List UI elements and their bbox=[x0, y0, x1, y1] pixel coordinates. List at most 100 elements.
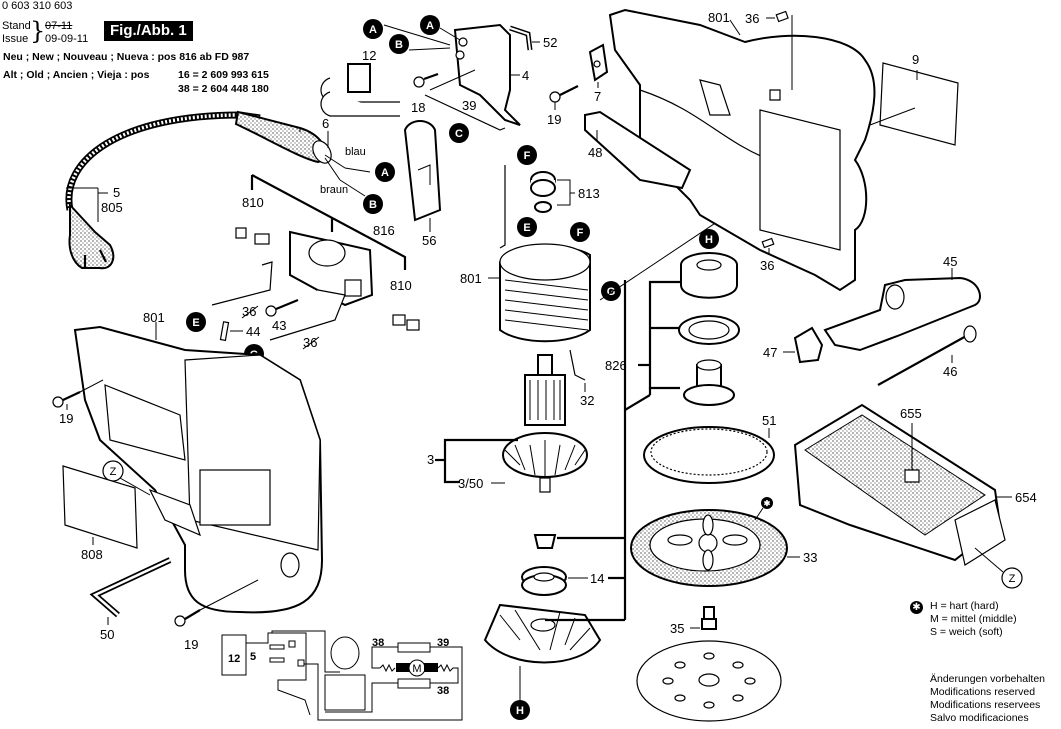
screw-35 bbox=[701, 606, 717, 630]
electronic-module bbox=[289, 230, 374, 307]
connector-b-label: B bbox=[395, 39, 403, 51]
screw-18 bbox=[413, 72, 439, 88]
legend-soft: S = weich (soft) bbox=[930, 626, 1003, 638]
label-810-left: 810 bbox=[242, 195, 264, 210]
label-808: 808 bbox=[81, 547, 103, 562]
label-35: 35 bbox=[670, 621, 684, 636]
power-cord bbox=[65, 110, 346, 211]
zoom-marker-left: Z bbox=[110, 466, 117, 478]
switch-capacitor bbox=[320, 63, 400, 117]
mods-de: Änderungen vorbehalten bbox=[930, 673, 1046, 685]
label-36-bottom: 36 bbox=[760, 258, 774, 273]
connector-f-top: F bbox=[517, 145, 537, 165]
star-icon: ✱ bbox=[910, 601, 923, 614]
label-50: 50 bbox=[100, 627, 114, 642]
label-7: 7 bbox=[594, 89, 601, 104]
label-810-right: 810 bbox=[390, 278, 412, 293]
housing-right bbox=[608, 8, 876, 292]
eccentric bbox=[683, 359, 735, 406]
screw-19-left bbox=[52, 379, 104, 408]
stand-label: Stand bbox=[2, 20, 31, 32]
stand-issue-labels: Stand Issue bbox=[2, 20, 31, 46]
label-33: 33 bbox=[803, 550, 817, 565]
mods-fr: Modifications reservees bbox=[930, 699, 1041, 711]
dust-port-z: Z bbox=[102, 460, 201, 537]
schematic-switch-label: 12 bbox=[228, 653, 240, 665]
wire-brown-label: braun bbox=[320, 184, 348, 196]
knob-47 bbox=[793, 326, 824, 364]
label-sticker-808 bbox=[62, 465, 138, 549]
label-19-bottom: 19 bbox=[184, 637, 198, 652]
label-826: 826 bbox=[605, 358, 627, 373]
zoom-marker-right: Z bbox=[1009, 573, 1016, 585]
label-801-left: 801 bbox=[143, 310, 165, 325]
label-3: 3 bbox=[427, 452, 434, 467]
label-816: 816 bbox=[373, 223, 395, 238]
fan bbox=[483, 603, 602, 664]
label-801-housing: 801 bbox=[708, 10, 730, 25]
label-4: 4 bbox=[522, 68, 529, 83]
sander-housing bbox=[73, 325, 324, 614]
plug bbox=[68, 202, 115, 270]
star-badge-icon bbox=[761, 497, 773, 509]
label-45: 45 bbox=[943, 254, 957, 269]
schematic-terminal-label: 5 bbox=[250, 651, 256, 663]
dust-box-654 bbox=[793, 403, 1006, 566]
brush-right bbox=[392, 314, 420, 331]
issue-label: Issue bbox=[2, 33, 29, 45]
label-36-top: 36 bbox=[745, 11, 759, 26]
connector-a-label: A bbox=[426, 20, 434, 32]
dust-box-z: Z bbox=[974, 547, 1023, 589]
bearing-14 bbox=[521, 534, 567, 596]
label-51: 51 bbox=[762, 413, 776, 428]
field-801 bbox=[499, 243, 591, 343]
connector-h-top-label: H bbox=[705, 234, 713, 246]
issue-date: 09-09-11 bbox=[45, 33, 89, 45]
schematic-resistor-39: 39 bbox=[437, 637, 449, 649]
legend-middle: M = mittel (middle) bbox=[930, 613, 1017, 625]
dust-adapter-45 bbox=[823, 276, 981, 352]
connector-e-left: E bbox=[186, 312, 206, 332]
legend-hard: H = hart (hard) bbox=[930, 600, 999, 612]
star-badge-glyph: ✱ bbox=[764, 499, 771, 508]
connector-h-top: H bbox=[699, 229, 719, 249]
label-19-right: 19 bbox=[547, 112, 561, 127]
connector-c-top: A bbox=[363, 19, 383, 39]
connector-a-top: A bbox=[420, 15, 440, 35]
label-12: 12 bbox=[362, 48, 376, 63]
connector-h-bottom-label: H bbox=[516, 705, 524, 717]
pin-36-top bbox=[775, 10, 789, 23]
new-parts-note: Neu ; New ; Nouveau ; Nueva : pos 816 ab… bbox=[3, 51, 250, 63]
connector-f-label: F bbox=[524, 150, 531, 162]
label-5: 5 bbox=[113, 185, 120, 200]
old-parts-note: Alt ; Old ; Ancien ; Vieja : pos bbox=[3, 69, 150, 81]
sanding-pad-33 bbox=[630, 509, 788, 587]
label-813: 813 bbox=[578, 186, 600, 201]
old-part-38: 38 = 2 604 448 180 bbox=[178, 83, 269, 95]
connector-c-mid: C bbox=[449, 123, 469, 143]
label-805: 805 bbox=[101, 200, 123, 215]
label-18: 18 bbox=[411, 100, 425, 115]
connector-c-mid-label: C bbox=[455, 128, 463, 140]
hex-key bbox=[89, 557, 172, 618]
label-801-motor: 801 bbox=[460, 271, 482, 286]
label-48: 48 bbox=[588, 145, 602, 160]
bearing-826 bbox=[680, 252, 738, 299]
label-44: 44 bbox=[246, 324, 260, 339]
brace-icon: } bbox=[30, 17, 46, 45]
label-52: 52 bbox=[543, 35, 557, 50]
label-32: 32 bbox=[580, 393, 594, 408]
old-part-16: 16 = 2 609 993 615 bbox=[178, 69, 269, 81]
brush-left bbox=[235, 227, 270, 245]
clamp-7 bbox=[588, 43, 609, 82]
wiring-schematic: 12 5 M 38 39 38 bbox=[221, 630, 463, 721]
bearing-813 bbox=[530, 171, 556, 213]
label-9: 9 bbox=[912, 52, 919, 67]
connector-e-motor: E bbox=[517, 217, 537, 237]
connector-g-motor: G bbox=[601, 281, 621, 301]
label-39: 39 bbox=[462, 98, 476, 113]
connector-b-top: B bbox=[389, 34, 409, 54]
stand-dates: 07-11 09-09-11 bbox=[45, 20, 88, 46]
label-14: 14 bbox=[590, 571, 604, 586]
label-654: 654 bbox=[1015, 490, 1037, 505]
